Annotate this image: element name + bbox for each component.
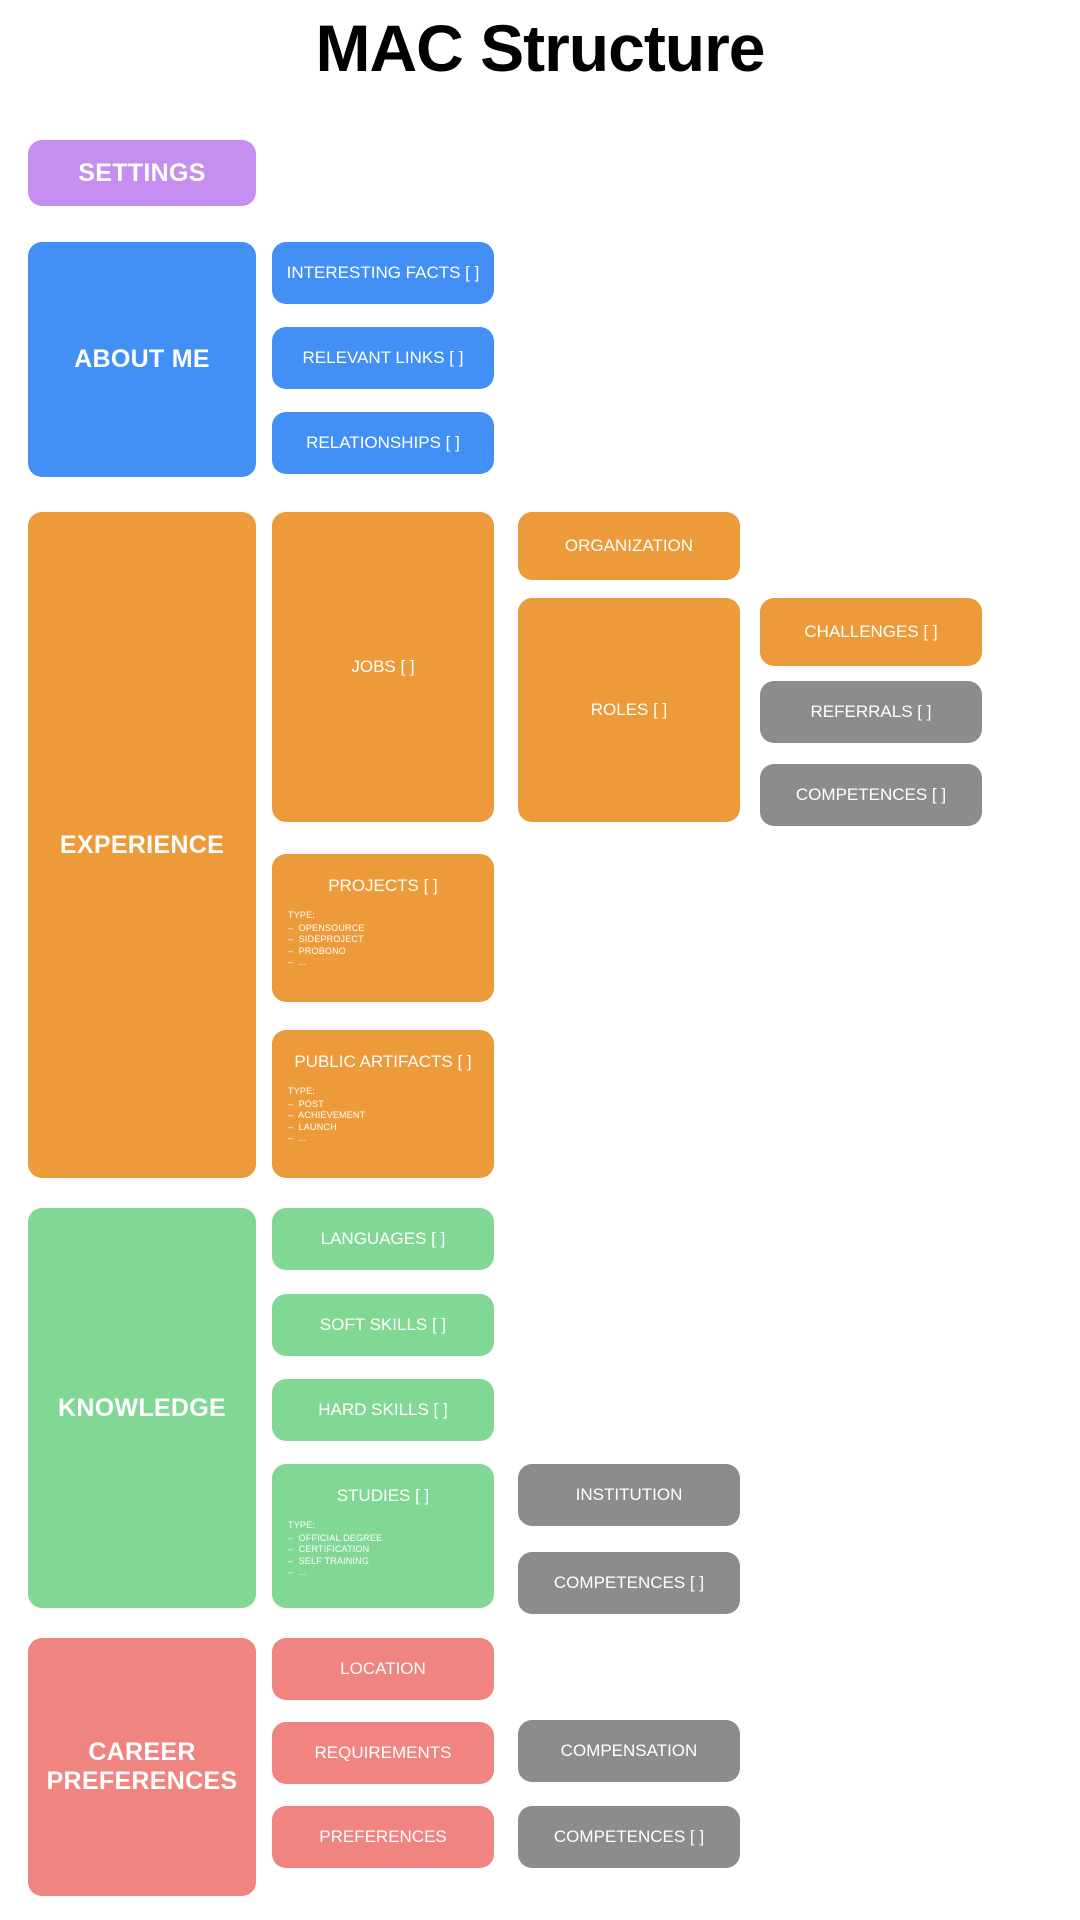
- node-about-me[interactable]: ABOUT ME: [28, 242, 256, 477]
- type-item: – OFFICIAL DEGREE: [288, 1532, 383, 1543]
- node-experience-competences-label: COMPETENCES [ ]: [795, 785, 947, 804]
- node-relevant-links-label: RELEVANT LINKS [ ]: [302, 348, 464, 367]
- node-knowledge-competences[interactable]: COMPETENCES [ ]: [518, 1552, 740, 1614]
- type-heading: TYPE:: [288, 1086, 316, 1096]
- node-knowledge-label: KNOWLEDGE: [58, 1393, 226, 1422]
- type-item: – SELF TRAINING: [288, 1555, 370, 1566]
- type-item: – LAUNCH: [288, 1121, 337, 1132]
- node-studies[interactable]: STUDIES [ ] TYPE: – OFFICIAL DEGREE – CE…: [272, 1464, 494, 1608]
- node-location[interactable]: LOCATION: [272, 1638, 494, 1700]
- node-relationships-label: RELATIONSHIPS [ ]: [306, 433, 460, 452]
- node-hard-skills-label: HARD SKILLS [ ]: [318, 1400, 448, 1419]
- node-career-preferences[interactable]: CAREER PREFERENCES: [28, 1638, 256, 1896]
- node-soft-skills[interactable]: SOFT SKILLS [ ]: [272, 1294, 494, 1356]
- type-item: – ...: [288, 1133, 307, 1143]
- node-organization-label: ORGANIZATION: [564, 536, 694, 555]
- node-preferences-label: PREFERENCES: [319, 1827, 447, 1846]
- node-compensation-label: COMPENSATION: [560, 1741, 698, 1760]
- node-knowledge[interactable]: KNOWLEDGE: [28, 1208, 256, 1608]
- type-item: – ACHIEVEMENT: [288, 1110, 366, 1120]
- node-experience[interactable]: EXPERIENCE: [28, 512, 256, 1178]
- node-requirements[interactable]: REQUIREMENTS: [272, 1722, 494, 1784]
- node-soft-skills-label: SOFT SKILLS [ ]: [319, 1315, 447, 1334]
- node-public-artifacts-label: PUBLIC ARTIFACTS [ ]: [294, 1052, 472, 1071]
- node-studies-label: STUDIES [ ]: [336, 1486, 430, 1505]
- type-item: – ...: [288, 1567, 307, 1577]
- type-item: – ...: [288, 957, 307, 967]
- type-heading: TYPE:: [288, 910, 316, 920]
- node-languages[interactable]: LANGUAGES [ ]: [272, 1208, 494, 1270]
- node-relevant-links[interactable]: RELEVANT LINKS [ ]: [272, 327, 494, 389]
- node-career-competences[interactable]: COMPETENCES [ ]: [518, 1806, 740, 1868]
- node-studies-type-list: TYPE: – OFFICIAL DEGREE – CERTIFICATION …: [272, 1520, 494, 1579]
- node-projects-label: PROJECTS [ ]: [328, 876, 438, 895]
- node-jobs-label: JOBS [ ]: [351, 657, 415, 676]
- node-organization[interactable]: ORGANIZATION: [518, 512, 740, 580]
- node-interesting-facts[interactable]: INTERESTING FACTS [ ]: [272, 242, 494, 304]
- node-knowledge-competences-label: COMPETENCES [ ]: [553, 1573, 705, 1592]
- type-heading: TYPE:: [288, 1520, 316, 1530]
- node-institution-label: INSTITUTION: [575, 1485, 683, 1504]
- node-about-me-label: ABOUT ME: [74, 345, 210, 373]
- node-relationships[interactable]: RELATIONSHIPS [ ]: [272, 412, 494, 474]
- node-settings-label: SETTINGS: [78, 158, 206, 187]
- node-experience-label: EXPERIENCE: [59, 830, 225, 859]
- node-public-artifacts-type-list: TYPE: – POST – ACHIEVEMENT – LAUNCH – ..…: [272, 1086, 494, 1145]
- type-item: – OPENSOURCE: [288, 922, 365, 933]
- node-career-preferences-label: CAREER PREFERENCES: [46, 1738, 238, 1795]
- node-career-competences-label: COMPETENCES [ ]: [553, 1827, 705, 1846]
- type-item: – SIDEPROJECT: [288, 934, 364, 944]
- page-title: MAC Structure: [315, 11, 765, 85]
- node-location-label: LOCATION: [340, 1659, 426, 1678]
- node-preferences[interactable]: PREFERENCES: [272, 1806, 494, 1868]
- node-public-artifacts[interactable]: PUBLIC ARTIFACTS [ ] TYPE: – POST – ACHI…: [272, 1030, 494, 1178]
- node-projects-type-list: TYPE: – OPENSOURCE – SIDEPROJECT – PROBO…: [272, 910, 494, 969]
- node-interesting-facts-label: INTERESTING FACTS [ ]: [286, 263, 480, 282]
- node-requirements-label: REQUIREMENTS: [314, 1743, 452, 1762]
- node-institution[interactable]: INSTITUTION: [518, 1464, 740, 1526]
- node-referrals[interactable]: REFERRALS [ ]: [760, 681, 982, 743]
- node-roles[interactable]: ROLES [ ]: [518, 598, 740, 822]
- node-settings[interactable]: SETTINGS: [28, 140, 256, 206]
- node-referrals-label: REFERRALS [ ]: [810, 702, 932, 721]
- node-languages-label: LANGUAGES [ ]: [320, 1229, 446, 1248]
- node-challenges-label: CHALLENGES [ ]: [804, 622, 938, 641]
- node-challenges[interactable]: CHALLENGES [ ]: [760, 598, 982, 666]
- type-item: – CERTIFICATION: [288, 1544, 370, 1554]
- type-item: – POST: [288, 1098, 324, 1109]
- type-item: – PROBONO: [288, 945, 347, 956]
- node-projects[interactable]: PROJECTS [ ] TYPE: – OPENSOURCE – SIDEPR…: [272, 854, 494, 1002]
- node-jobs[interactable]: JOBS [ ]: [272, 512, 494, 822]
- node-compensation[interactable]: COMPENSATION: [518, 1720, 740, 1782]
- node-experience-competences[interactable]: COMPETENCES [ ]: [760, 764, 982, 826]
- node-roles-label: ROLES [ ]: [590, 700, 668, 719]
- node-hard-skills[interactable]: HARD SKILLS [ ]: [272, 1379, 494, 1441]
